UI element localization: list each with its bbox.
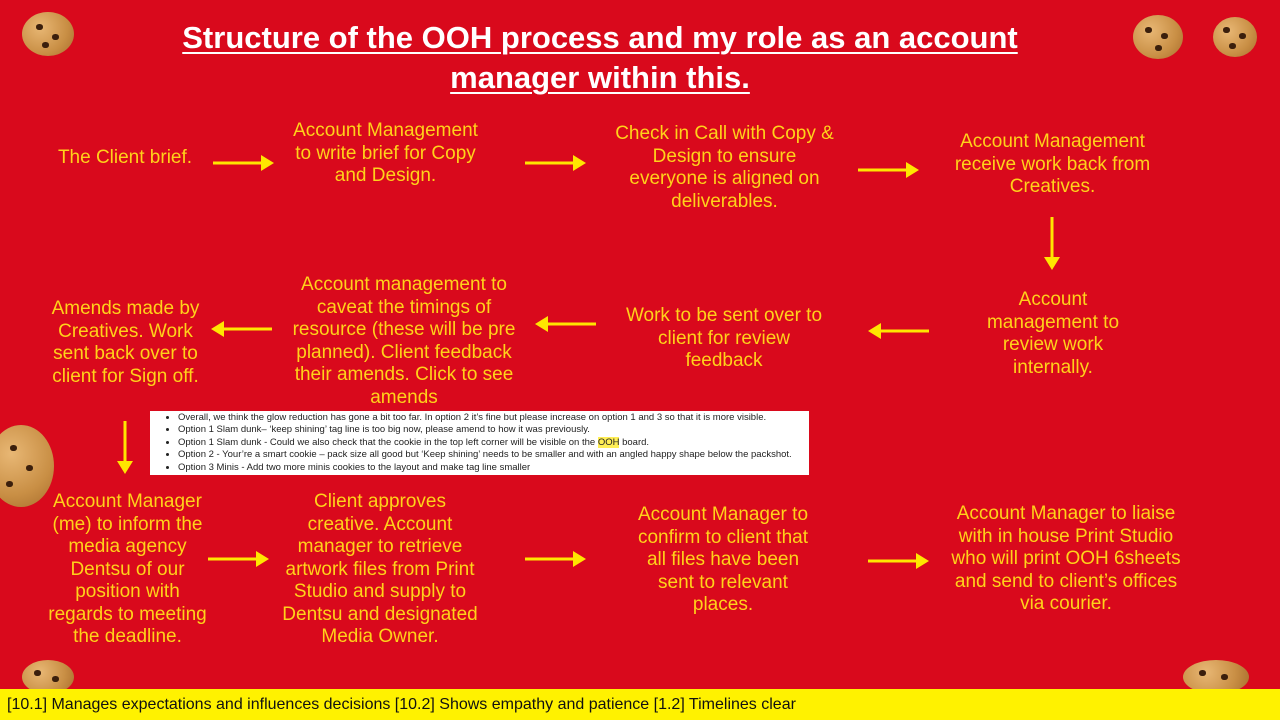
arrow-icon xyxy=(868,553,929,569)
step-client-approves: Client approves creative. Account manage… xyxy=(282,491,478,647)
cookie-icon xyxy=(1183,660,1249,694)
step-write-brief: Account Management to write brief for Co… xyxy=(293,120,478,186)
page-title: Structure of the OOH process and my role… xyxy=(0,18,1200,98)
arrow-icon xyxy=(117,421,133,474)
arrow-icon xyxy=(535,316,596,332)
amend-item: Overall, we think the glow reduction has… xyxy=(178,412,809,424)
step-send-to-client: Work to be sent over to client for revie… xyxy=(625,305,823,371)
step-check-in: Check in Call with Copy & Design to ensu… xyxy=(615,123,834,212)
cookie-icon xyxy=(1133,15,1183,59)
cookie-icon xyxy=(1213,17,1257,57)
arrow-icon xyxy=(208,551,269,567)
amend-item: Option 3 Minis - Add two more minis cook… xyxy=(178,462,809,474)
amend-item: Option 2 - Your’re a smart cookie – pack… xyxy=(178,449,809,461)
arrow-icon xyxy=(525,551,586,567)
amend-item: Option 1 Slam dunk - Could we also check… xyxy=(178,436,809,449)
cookie-icon xyxy=(22,12,74,56)
title-line-2: manager within this. xyxy=(450,60,750,95)
step-receive-work: Account Management receive work back fro… xyxy=(954,131,1151,197)
step-inform-media: Account Manager (me) to inform the media… xyxy=(48,491,207,647)
arrow-icon xyxy=(213,155,274,171)
amend-item: Option 1 Slam dunk– ‘keep shining’ tag l… xyxy=(178,424,809,436)
step-review-internally: Account management to review work intern… xyxy=(986,289,1120,378)
arrow-icon xyxy=(868,323,929,339)
cookie-icon xyxy=(0,425,54,507)
step-liaise-print: Account Manager to liaise with in house … xyxy=(951,503,1181,614)
arrow-icon xyxy=(525,155,586,171)
footer-competencies: [10.1] Manages expectations and influenc… xyxy=(0,689,1280,720)
step-client-brief: The Client brief. xyxy=(57,147,193,168)
highlight-ooh: OOH xyxy=(597,436,620,448)
amends-panel: Overall, we think the glow reduction has… xyxy=(150,411,809,475)
step-confirm-client: Account Manager to confirm to client tha… xyxy=(637,504,809,615)
arrow-icon xyxy=(1044,217,1060,270)
step-amends-made: Amends made by Creatives. Work sent back… xyxy=(51,298,200,387)
title-line-1: Structure of the OOH process and my role… xyxy=(182,20,1018,55)
cookie-icon xyxy=(22,660,74,694)
arrow-icon xyxy=(211,321,272,337)
arrow-icon xyxy=(858,162,919,178)
step-caveat-timings[interactable]: Account management to caveat the timings… xyxy=(292,274,516,408)
